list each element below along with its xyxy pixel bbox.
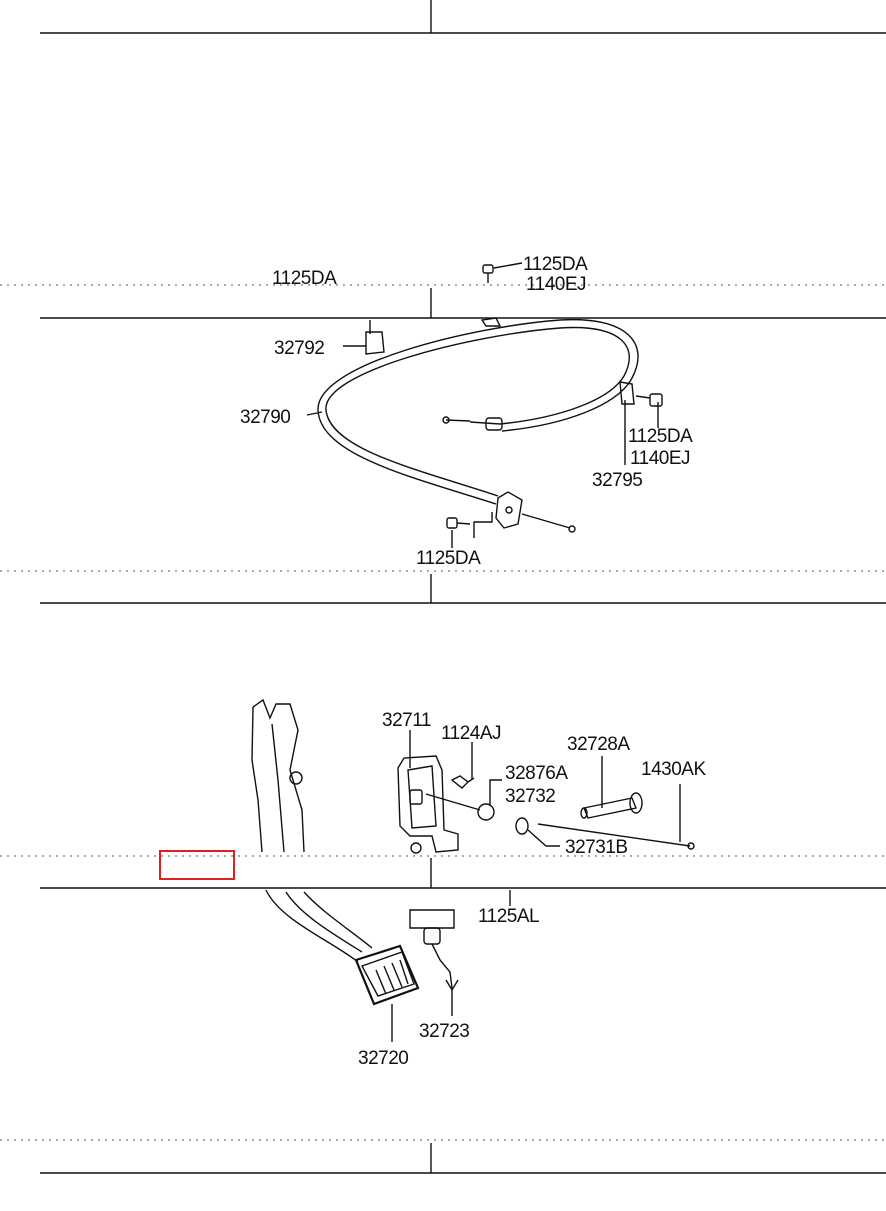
label-split-pin: 1430AK bbox=[641, 759, 706, 780]
cable-labels: 1125DA 1125DA 1140EJ 32792 32790 1125DA … bbox=[240, 254, 694, 569]
cable-drawing bbox=[317, 264, 663, 538]
label-cable-nut-top: 1140EJ bbox=[526, 274, 586, 295]
label-accelerator-pedal: 32720 bbox=[358, 1048, 408, 1069]
label-accelerator-cable: 32790 bbox=[240, 407, 290, 428]
label-bushing-a: 32876A bbox=[505, 763, 568, 784]
label-bracket-bolt: 1125DA bbox=[628, 426, 693, 447]
label-return-spring: 32723 bbox=[419, 1021, 469, 1042]
label-cable-clip: 32792 bbox=[274, 338, 324, 359]
label-bushing: 32732 bbox=[505, 786, 555, 807]
label-flange-bolt: 1125DA bbox=[416, 548, 481, 569]
pedal-leaders bbox=[391, 730, 681, 1042]
label-bracket-bolt-1124aj: 1124AJ bbox=[441, 723, 501, 744]
label-cable-bolt-top: 1125DA bbox=[523, 254, 588, 275]
label-pedal-bolt: 1125AL bbox=[478, 906, 539, 927]
pedal-pad-ribs bbox=[375, 959, 409, 995]
label-cable-bracket: 32795 bbox=[592, 470, 642, 491]
label-pedal-bracket: 32711 bbox=[382, 710, 431, 731]
highlight-box[interactable] bbox=[159, 850, 235, 880]
label-bushing-b: 32731B bbox=[565, 837, 628, 858]
page-dividers bbox=[0, 0, 886, 1174]
cable-leaders bbox=[306, 262, 659, 548]
label-pedal-shaft: 32728A bbox=[567, 734, 630, 755]
pedal-labels: 32711 1124AJ 32728A 32876A 1430AK 32732 … bbox=[358, 710, 707, 1069]
pedal-drawing bbox=[251, 698, 695, 1006]
label-bracket-nut: 1140EJ bbox=[630, 448, 690, 469]
label-cable-bolt-left: 1125DA bbox=[272, 268, 337, 289]
